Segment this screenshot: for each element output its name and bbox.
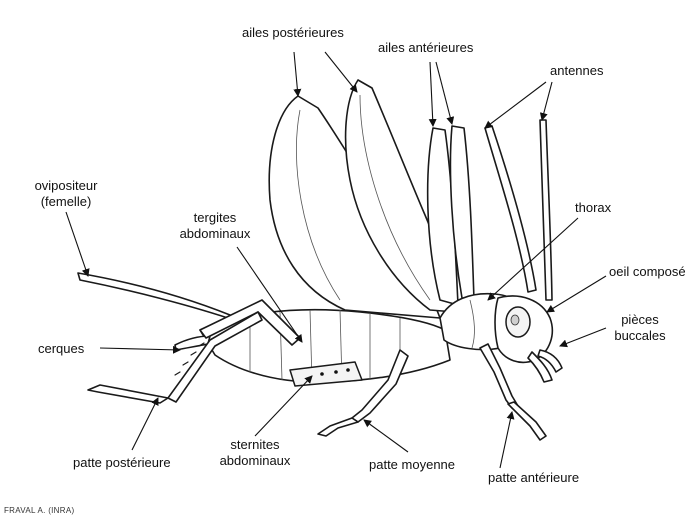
label-sternites-line2: abdominaux <box>219 453 291 468</box>
leader-ailes-anterieures-2 <box>435 61 455 125</box>
label-thorax: thorax <box>575 200 612 215</box>
mouthparts <box>527 349 563 383</box>
antennae <box>484 119 553 301</box>
label-pieces-line1: pièces <box>621 312 659 327</box>
leader-pieces-buccales <box>559 327 607 348</box>
hind-wings <box>268 79 456 319</box>
middle-leg <box>317 349 409 437</box>
label-pieces-line2: buccales <box>614 328 666 343</box>
label-cerques: cerques <box>38 341 85 356</box>
leader-ailes-posterieures-2 <box>324 51 358 93</box>
leader-lines <box>65 51 607 469</box>
label-ailes-anterieures: ailes antérieures <box>378 40 474 55</box>
label-ovipositeur-line1: ovipositeur <box>34 178 98 193</box>
label-patte-posterieure: patte postérieure <box>73 455 171 470</box>
leader-antennes-2 <box>539 81 553 121</box>
label-sternites: sternites abdominaux <box>210 437 300 469</box>
leader-ailes-anterieures-1 <box>428 61 437 127</box>
label-ovipositeur: ovipositeur (femelle) <box>26 178 106 210</box>
label-oeil-compose: oeil composé <box>609 264 686 279</box>
hind-leg <box>87 299 301 404</box>
label-antennes: antennes <box>550 63 604 78</box>
label-pieces-buccales: pièces buccales <box>600 312 680 344</box>
image-credit: FRAVAL A. (INRA) <box>4 506 75 515</box>
label-sternites-line1: sternites <box>230 437 280 452</box>
leader-patte-anterieure <box>499 411 515 469</box>
label-patte-anterieure: patte antérieure <box>488 470 580 485</box>
fore-leg <box>479 343 547 441</box>
leader-sternites <box>254 375 313 437</box>
leader-patte-moyenne <box>363 419 409 453</box>
label-tergites: tergites abdominaux <box>170 210 260 242</box>
leader-thorax <box>487 217 579 301</box>
ovipositor <box>77 272 241 323</box>
leader-ailes-posterieures-1 <box>293 51 302 97</box>
leader-ovipositeur <box>65 211 90 277</box>
label-patte-moyenne: patte moyenne <box>369 457 456 472</box>
leader-antennes-1 <box>484 81 547 129</box>
label-ovipositeur-line2: (femelle) <box>40 194 92 209</box>
label-ailes-posterieures: ailes postérieures <box>242 25 344 40</box>
fore-wings <box>426 125 475 306</box>
leader-oeil <box>546 275 607 313</box>
leader-patte-posterieure <box>131 397 159 451</box>
leader-tergites <box>236 246 303 343</box>
label-tergites-line2: abdominaux <box>179 226 251 241</box>
label-tergites-line1: tergites <box>193 210 237 225</box>
leader-cerques <box>99 345 181 354</box>
